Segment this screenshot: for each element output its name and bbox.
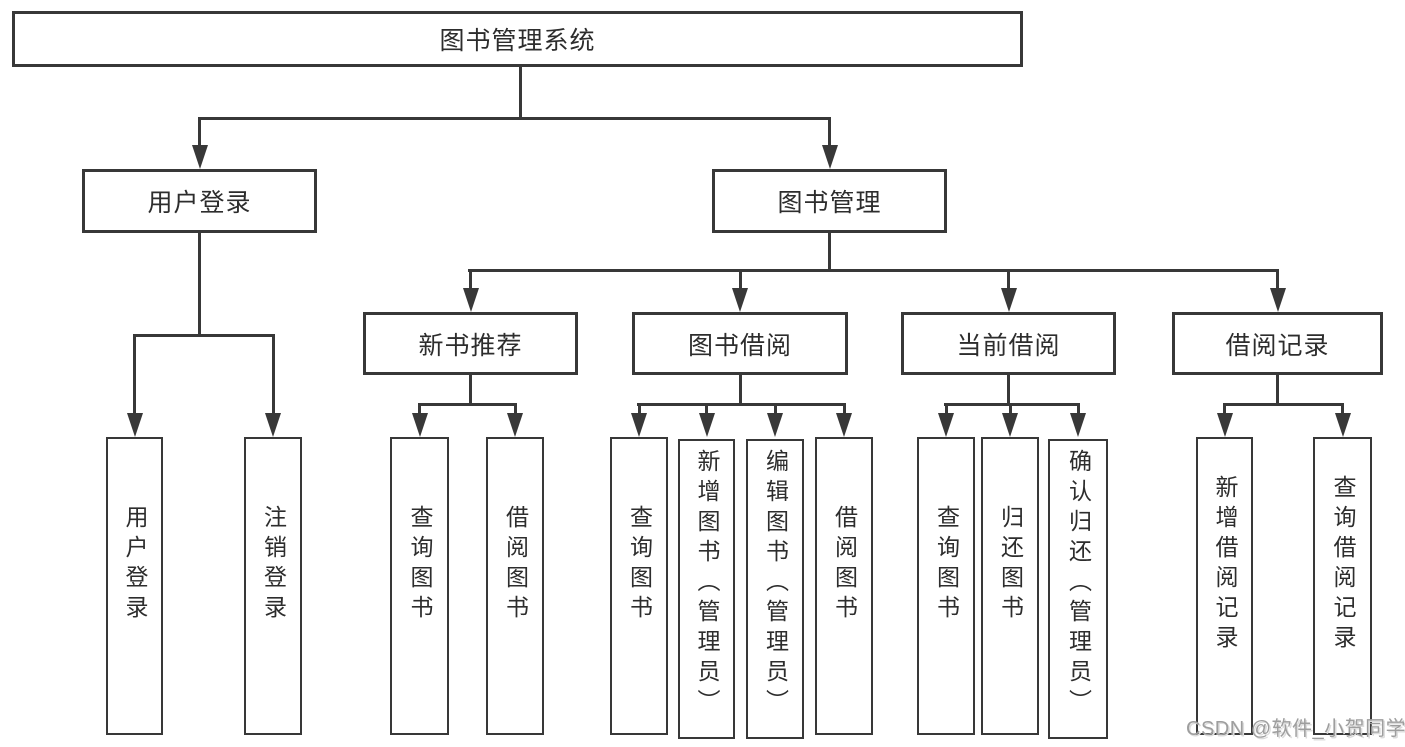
leaf-borrowing-edit-books-admin-label: 编辑图书（管理员） xyxy=(762,449,789,719)
leaf-newbook-query-books: 查询图书 xyxy=(390,437,449,735)
connector-line xyxy=(1276,375,1279,405)
connector-line xyxy=(843,403,846,418)
node-user-login-label: 用户登录 xyxy=(147,189,252,217)
csdn-watermark: CSDN @软件_小贺同学 xyxy=(1186,718,1405,740)
arrow-down-icon xyxy=(127,413,143,437)
connector-line xyxy=(945,403,948,418)
connector-line xyxy=(637,403,845,406)
arrow-down-icon xyxy=(1270,288,1286,312)
connector-line xyxy=(469,269,472,291)
arrow-down-icon xyxy=(836,413,852,437)
connector-line xyxy=(469,375,472,405)
connector-line xyxy=(828,117,831,147)
connector-line xyxy=(198,233,201,336)
connector-line xyxy=(1007,375,1010,405)
node-borrowing-records-label: 借阅记录 xyxy=(1225,331,1330,360)
node-book-management-label: 图书管理 xyxy=(777,189,882,217)
leaf-newbook-borrow-books: 借阅图书 xyxy=(486,437,544,735)
arrow-down-icon xyxy=(1217,413,1233,437)
arrow-down-icon xyxy=(1335,413,1351,437)
connector-line xyxy=(705,403,708,418)
leaf-borrowing-add-books-admin-label: 新增图书（管理员） xyxy=(694,449,720,719)
connector-line xyxy=(468,269,1279,272)
leaf-current-query-books: 查询图书 xyxy=(917,437,975,735)
node-current-borrowing-label: 当前借阅 xyxy=(956,331,1061,360)
connector-line xyxy=(133,334,275,337)
connector-line xyxy=(739,269,742,291)
leaf-newbook-query-books-label: 查询图书 xyxy=(407,505,433,625)
leaf-borrowing-add-books-admin: 新增图书（管理员） xyxy=(678,439,735,739)
connector-line xyxy=(1007,269,1010,291)
connector-line xyxy=(774,403,777,418)
node-book-management: 图书管理 xyxy=(712,169,947,233)
node-user-login: 用户登录 xyxy=(82,169,317,233)
connector-line xyxy=(272,334,275,416)
connector-line xyxy=(514,403,517,418)
node-new-book-recommendation: 新书推荐 xyxy=(363,312,578,375)
leaf-records-add-record-label: 新增借阅记录 xyxy=(1212,475,1238,655)
leaf-newbook-borrow-books-label: 借阅图书 xyxy=(502,505,529,625)
connector-line xyxy=(1009,403,1012,418)
leaf-borrowing-borrow-books-label: 借阅图书 xyxy=(831,505,858,625)
leaf-borrowing-edit-books-admin: 编辑图书（管理员） xyxy=(746,439,804,739)
arrow-down-icon xyxy=(463,288,479,312)
leaf-borrowing-query-books: 查询图书 xyxy=(610,437,668,735)
connector-line xyxy=(1276,269,1279,291)
arrow-down-icon xyxy=(192,145,208,169)
connector-line xyxy=(198,117,201,147)
connector-line xyxy=(1223,403,1226,418)
leaf-borrowing-borrow-books: 借阅图书 xyxy=(815,437,873,735)
node-current-borrowing: 当前借阅 xyxy=(901,312,1116,375)
connector-line xyxy=(133,334,136,416)
connector-line xyxy=(198,117,831,120)
connector-line xyxy=(638,403,641,418)
arrow-down-icon xyxy=(1001,288,1017,312)
connector-line xyxy=(418,403,421,418)
connector-line xyxy=(418,403,517,406)
arrow-down-icon xyxy=(732,288,748,312)
arrow-down-icon xyxy=(265,413,281,437)
arrow-down-icon xyxy=(767,413,783,437)
node-new-book-recommendation-label: 新书推荐 xyxy=(418,331,523,360)
node-library-management-system: 图书管理系统 xyxy=(12,11,1023,67)
leaf-user-login: 用户登录 xyxy=(106,437,163,735)
leaf-borrowing-query-books-label: 查询图书 xyxy=(626,505,653,625)
connector-line xyxy=(1223,403,1343,406)
node-library-management-system-label: 图书管理系统 xyxy=(439,27,596,55)
leaf-logout: 注销登录 xyxy=(244,437,302,735)
connector-line xyxy=(828,231,831,272)
node-book-borrowing: 图书借阅 xyxy=(632,312,848,375)
arrow-down-icon xyxy=(699,413,715,437)
arrow-down-icon xyxy=(412,413,428,437)
leaf-current-confirm-return-admin-label: 确认归还（管理员） xyxy=(1065,449,1092,719)
leaf-records-add-record: 新增借阅记录 xyxy=(1196,437,1253,735)
leaf-current-confirm-return-admin: 确认归还（管理员） xyxy=(1048,439,1108,739)
node-book-borrowing-label: 图书借阅 xyxy=(687,331,792,360)
arrow-down-icon xyxy=(507,413,523,437)
connector-line xyxy=(519,66,522,119)
connector-line xyxy=(1341,403,1344,418)
arrow-down-icon xyxy=(631,413,647,437)
leaf-records-query-record-label: 查询借阅记录 xyxy=(1330,475,1356,655)
arrow-down-icon xyxy=(822,145,838,169)
connector-line xyxy=(1077,403,1080,418)
leaf-current-return-books: 归还图书 xyxy=(981,437,1039,735)
leaf-user-login-label: 用户登录 xyxy=(122,505,148,625)
arrow-down-icon xyxy=(938,413,954,437)
arrow-down-icon xyxy=(1002,413,1018,437)
leaf-records-query-record: 查询借阅记录 xyxy=(1313,437,1372,735)
node-borrowing-records: 借阅记录 xyxy=(1172,312,1383,375)
connector-line xyxy=(739,375,742,405)
leaf-current-query-books-label: 查询图书 xyxy=(933,505,960,625)
leaf-current-return-books-label: 归还图书 xyxy=(997,505,1024,625)
arrow-down-icon xyxy=(1070,413,1086,437)
leaf-logout-label: 注销登录 xyxy=(260,505,287,625)
